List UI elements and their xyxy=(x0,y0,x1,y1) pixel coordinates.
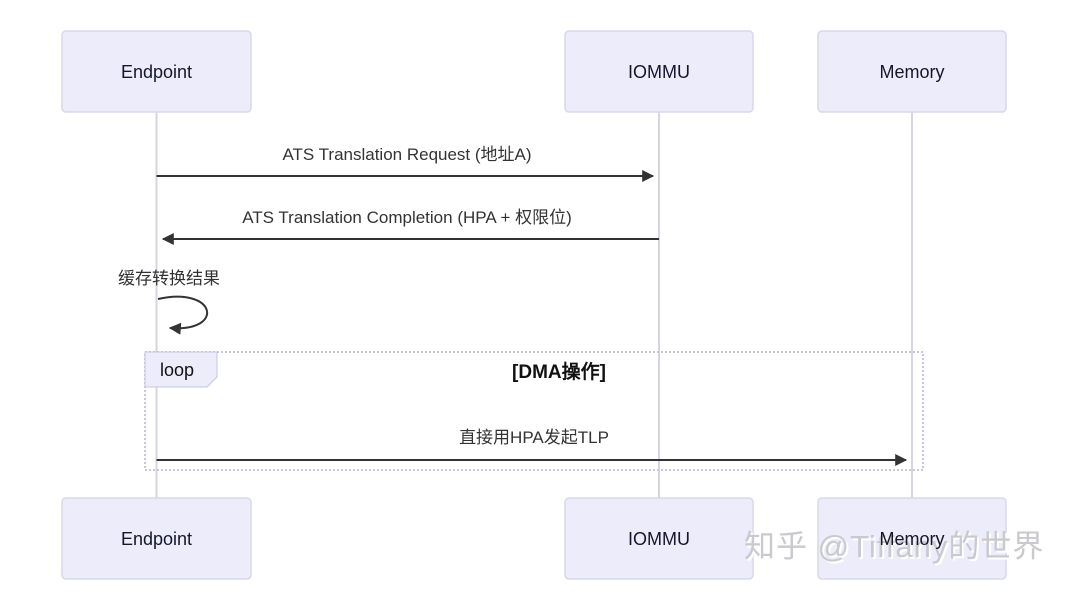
loop-frame xyxy=(144,351,924,471)
actor-label-iommu-top: IOMMU xyxy=(628,62,690,82)
message-label-tlp: 直接用HPA发起TLP xyxy=(459,428,609,447)
actor-label-iommu-bottom: IOMMU xyxy=(628,529,690,549)
message-label-ats-completion: ATS Translation Completion (HPA + 权限位) xyxy=(242,208,572,227)
loop-title: loop xyxy=(160,360,194,380)
actor-label-memory-bottom: Memory xyxy=(879,529,944,549)
message-label-ats-request: ATS Translation Request (地址A) xyxy=(282,145,531,164)
actor-box-iommu-bottom xyxy=(564,497,754,580)
actor-box-endpoint-bottom xyxy=(61,497,252,580)
actor-label-endpoint-top: Endpoint xyxy=(121,62,192,82)
actor-box-memory-top xyxy=(817,30,1007,113)
watermark: 知乎 @Tiffany的世界 xyxy=(744,529,1044,564)
loop-condition: [DMA操作] xyxy=(512,360,606,383)
message-label-cache-result: 缓存转换结果 xyxy=(118,269,220,288)
actor-box-iommu-top xyxy=(564,30,754,113)
actor-box-endpoint-top xyxy=(61,30,252,113)
watermark-shadow: 知乎 @Tiffany的世界 xyxy=(746,531,1046,566)
actor-box-memory-bottom xyxy=(817,497,1007,580)
actor-label-endpoint-bottom: Endpoint xyxy=(121,529,192,549)
actor-label-memory-top: Memory xyxy=(879,62,944,82)
message-arrow-self-loop xyxy=(157,295,209,335)
loop-label-box xyxy=(144,351,218,388)
